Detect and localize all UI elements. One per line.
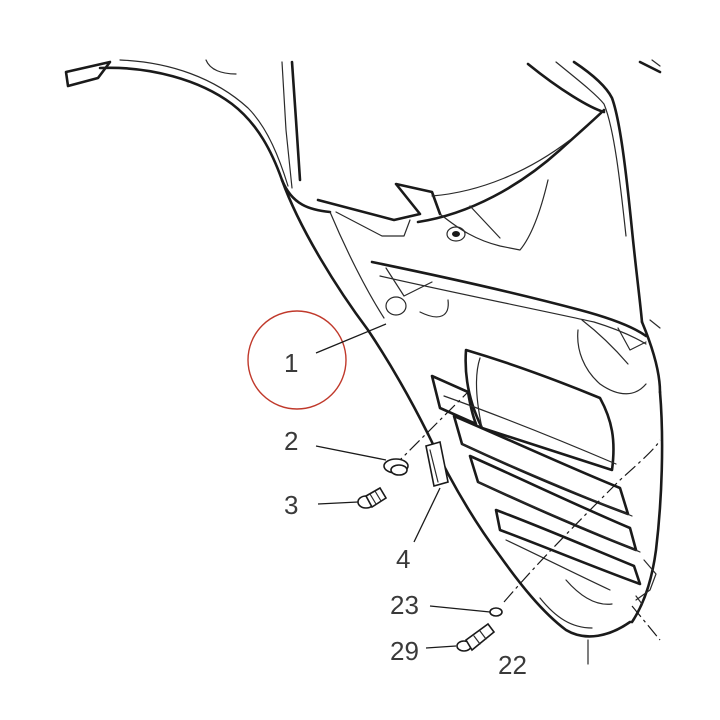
callout-2: 2 — [284, 426, 298, 456]
screw-part-3 — [357, 486, 388, 509]
callout-22: 22 — [498, 650, 527, 680]
grommet-part-2 — [383, 458, 409, 476]
leader-1 — [315, 323, 387, 354]
highlight-circle — [247, 310, 347, 410]
callout-29: 29 — [390, 636, 419, 666]
leader-4 — [413, 487, 441, 543]
leader-lines — [315, 323, 491, 649]
assembly-axis-lines — [391, 391, 661, 641]
leader-3 — [317, 501, 359, 505]
callout-23: 23 — [390, 590, 419, 620]
o-ring-part-23 — [489, 607, 503, 617]
callout-3: 3 — [284, 490, 298, 520]
callout-labels: 1 2 3 4 23 29 22 — [284, 348, 527, 680]
callout-1: 1 — [284, 348, 298, 378]
screw-part-29 — [456, 622, 496, 652]
clip-part-4 — [425, 440, 449, 488]
leader-29 — [425, 645, 457, 649]
callout-4: 4 — [396, 544, 410, 574]
body-panel-part-1 — [64, 59, 664, 665]
leader-23 — [429, 605, 491, 613]
leader-2 — [315, 445, 387, 461]
